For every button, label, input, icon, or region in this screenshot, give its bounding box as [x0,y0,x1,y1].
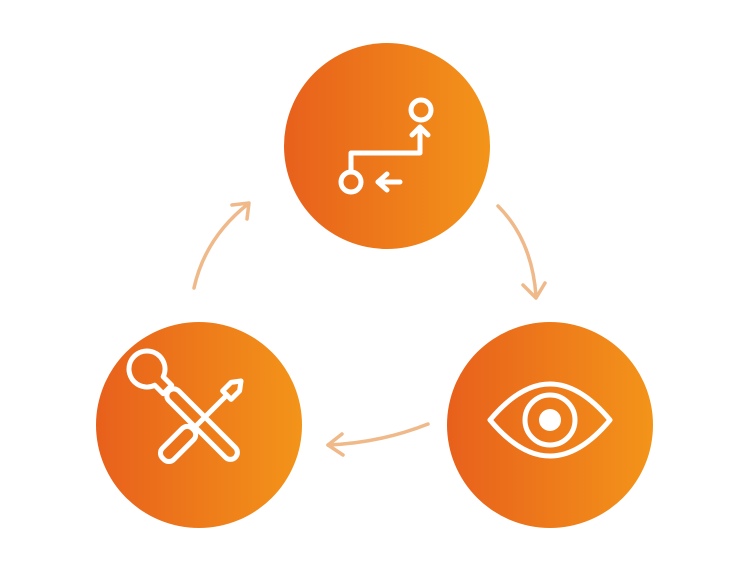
node-monitor [447,322,653,528]
tools-icon [126,348,244,465]
node-plan [284,43,490,249]
node-plan-circle [284,43,490,249]
arrow-plan-to-monitor [496,204,547,300]
arrow-fix-to-plan [192,201,251,290]
wrench-icon [126,348,240,462]
screwdriver-icon [157,378,244,465]
node-fix [96,322,302,528]
eye-icon [487,381,613,459]
route-path-icon [338,97,434,195]
arrow-monitor-to-fix [326,422,430,457]
